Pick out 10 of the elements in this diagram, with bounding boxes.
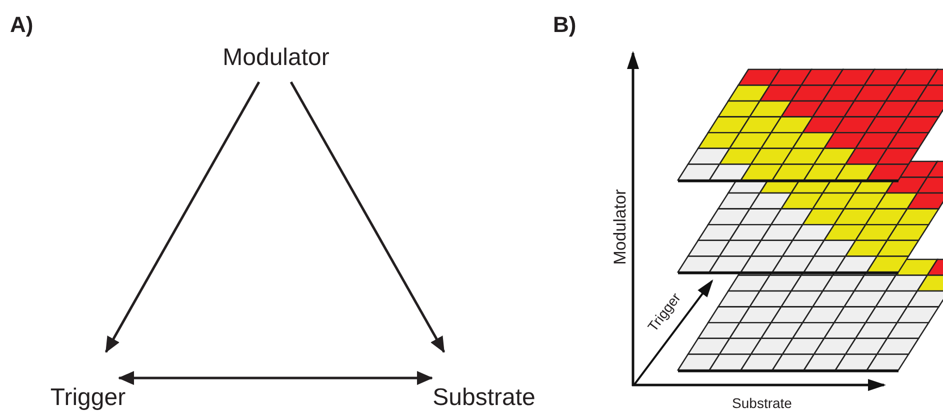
axis-label: Substrate [732, 396, 792, 410]
arrow [104, 81, 260, 353]
panel-label: A) [10, 14, 34, 36]
arrow [290, 81, 446, 353]
axis-label: Modulator [612, 189, 628, 265]
panel-label: B) [553, 14, 576, 36]
node-label: Modulator [222, 46, 330, 70]
node-label: Substrate [432, 386, 536, 410]
node-label: Trigger [50, 386, 126, 410]
arrow [118, 371, 433, 385]
